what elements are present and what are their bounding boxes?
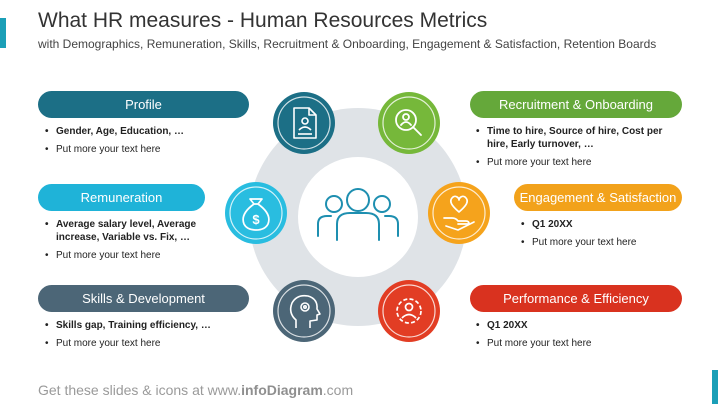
performance-bullet-1: Q1 20XX [476, 319, 676, 332]
recruitment-bullet-2: Put more your text here [476, 156, 676, 169]
hand-heart-icon [443, 195, 475, 231]
performance-node [378, 280, 440, 342]
recruitment-node [378, 92, 440, 154]
recruitment-bullet-1: Time to hire, Source of hire, Cost per h… [476, 125, 676, 151]
profile-bullet-1: Gender, Age, Education, … [45, 125, 250, 138]
head-gear-icon [289, 294, 321, 328]
remuneration-node: $ [225, 182, 287, 244]
performance-label: Performance & Efficiency [470, 285, 682, 312]
remuneration-label: Remuneration [38, 184, 205, 211]
engagement-bullet-2: Put more your text here [521, 236, 681, 249]
page-title: What HR measures - Human Resources Metri… [38, 9, 488, 32]
left-accent-tab [0, 18, 6, 48]
corner-accent [712, 370, 718, 404]
skills-label: Skills & Development [38, 285, 249, 312]
gear-person-icon [396, 298, 422, 324]
center-disc [298, 157, 418, 277]
profile-bullets: Gender, Age, Education, … Put more your … [45, 125, 250, 161]
footer-prefix: Get these slides & icons at www. [38, 382, 242, 398]
money-bag-icon [242, 198, 270, 231]
svg-text:$: $ [252, 212, 260, 227]
engagement-label: Engagement & Satisfaction [514, 184, 682, 211]
performance-bullets: Q1 20XX Put more your text here [476, 319, 676, 355]
footer-brand: infoDiagram [241, 382, 323, 398]
engagement-node [428, 182, 490, 244]
skills-bullets: Skills gap, Training efficiency, … Put m… [45, 319, 250, 355]
skills-node [273, 280, 335, 342]
skills-bullet-2: Put more your text here [45, 337, 250, 350]
remuneration-bullet-2: Put more your text here [45, 249, 205, 262]
document-profile-icon [293, 107, 317, 139]
engagement-bullet-1: Q1 20XX [521, 218, 681, 231]
recruitment-bullets: Time to hire, Source of hire, Cost per h… [476, 125, 676, 174]
search-person-icon [395, 109, 422, 136]
skills-bullet-1: Skills gap, Training efficiency, … [45, 319, 250, 332]
footer-suffix: .com [322, 382, 354, 398]
profile-label: Profile [38, 91, 249, 118]
people-group-icon [317, 188, 399, 241]
remuneration-bullets: Average salary level, Average increase, … [45, 218, 205, 267]
remuneration-bullet-1: Average salary level, Average increase, … [45, 218, 205, 244]
profile-node [273, 92, 335, 154]
performance-bullet-2: Put more your text here [476, 337, 676, 350]
page-subtitle: with Demographics, Remuneration, Skills,… [38, 37, 657, 51]
recruitment-label: Recruitment & Onboarding [470, 91, 682, 118]
engagement-bullets: Q1 20XX Put more your text here [521, 218, 681, 254]
profile-bullet-2: Put more your text here [45, 143, 250, 156]
footer-credit: Get these slides & icons at www.infoDiag… [38, 382, 353, 398]
